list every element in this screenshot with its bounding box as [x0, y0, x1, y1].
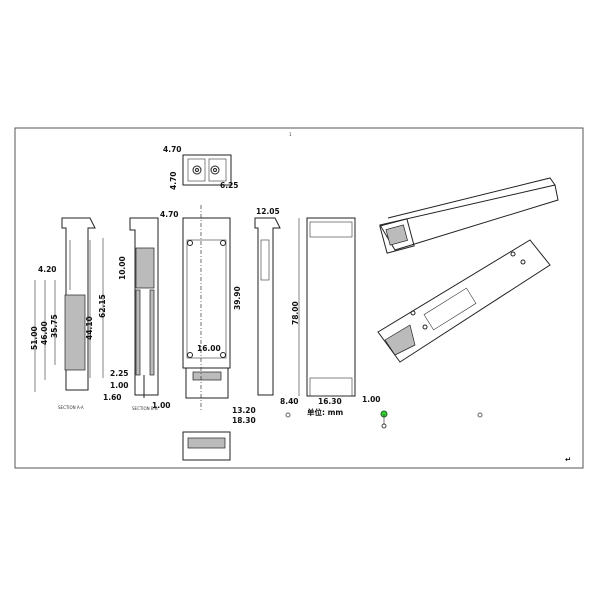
dim-connector-width: 4.70 — [163, 145, 182, 154]
rear-end-view — [182, 431, 231, 461]
dim-connector-height: 4.70 — [169, 171, 178, 190]
side-view-left: 4.20 51.00 46.00 35.75 44.10 62.15 SECTI… — [30, 217, 107, 410]
section-view: 4.70 10.00 2.25 1.00 1.60 1.00 SECTION B… — [103, 210, 179, 411]
dim-side2-bottom: 8.40 — [280, 397, 299, 406]
back-view: 78.00 16.30 1.00 单位: mm — [291, 217, 381, 417]
dim-section-225: 2.25 — [110, 369, 129, 378]
side-view-right: 12.05 8.40 — [254, 207, 299, 406]
dim-back-16: 16.30 — [318, 397, 342, 406]
dim-front-39: 39.90 — [233, 286, 242, 310]
section-label-2: SECTION B-B — [132, 406, 158, 411]
dim-section-bottom: 1.00 — [152, 401, 171, 410]
dim-front-18: 18.30 — [232, 416, 256, 425]
dim-connector-pitch: 6.25 — [220, 181, 239, 190]
dim-back-1: 1.00 — [362, 395, 381, 404]
anchor-handle[interactable] — [285, 412, 291, 418]
dim-section-top: 4.70 — [160, 210, 179, 219]
dim-section-10: 10.00 — [118, 256, 127, 280]
dim-section-160: 1.60 — [103, 393, 122, 402]
dim-front-13: 13.20 — [232, 406, 256, 415]
anchor-handle[interactable] — [477, 412, 483, 418]
drawing-frame — [14, 127, 584, 469]
dim-front-16: 16.00 — [197, 344, 221, 353]
isometric-view-bottom — [377, 239, 551, 363]
front-view: 39.90 16.00 13.20 18.30 — [182, 205, 256, 425]
anchor-handle[interactable] — [381, 423, 387, 429]
paragraph-mark: ↵ — [565, 455, 571, 464]
page-marker: 1 — [289, 132, 292, 137]
dim-46: 46.00 — [40, 321, 49, 345]
units-note: 单位: mm — [307, 407, 343, 417]
dim-side-offset: 4.20 — [38, 265, 57, 274]
dim-section-100: 1.00 — [110, 381, 129, 390]
section-label: SECTION A-A — [58, 405, 84, 410]
dim-51: 51.00 — [30, 326, 39, 350]
dim-62: 62.15 — [98, 294, 107, 318]
dim-side2-top: 12.05 — [256, 207, 280, 216]
connector-end-view: 4.70 6.25 4.70 — [163, 145, 239, 190]
dim-back-78: 78.00 — [291, 301, 300, 325]
isometric-view-top — [379, 177, 559, 254]
dim-44: 44.10 — [85, 316, 94, 340]
dim-35: 35.75 — [50, 314, 59, 338]
